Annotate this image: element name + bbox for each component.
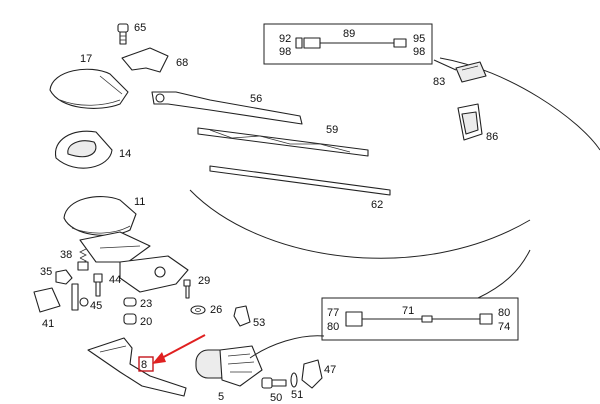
- label-74: 74: [498, 321, 510, 333]
- part-8-frame[interactable]: [87, 337, 187, 397]
- label-20: 20: [140, 316, 152, 328]
- label-38: 38: [60, 249, 72, 261]
- label-86: 86: [486, 131, 498, 143]
- label-77: 77: [327, 307, 339, 319]
- part-68-clip[interactable]: [121, 47, 169, 73]
- cable-outline-line: [477, 249, 531, 299]
- part-26-washer[interactable]: [190, 305, 206, 315]
- label-26: 26: [210, 304, 222, 316]
- part-62-wiper-rubber[interactable]: [209, 165, 391, 196]
- label-83: 83: [433, 76, 445, 88]
- body-outline-line: [439, 57, 600, 151]
- label-89: 89: [343, 28, 355, 40]
- part-20-bushing[interactable]: [123, 313, 137, 325]
- label-71: 71: [402, 305, 414, 317]
- highlight-arrow: [152, 334, 206, 364]
- wiper-linkage[interactable]: [79, 231, 189, 293]
- part-47-bracket[interactable]: [301, 359, 323, 389]
- part-17-cap[interactable]: [49, 68, 129, 109]
- label-8: 8: [141, 359, 147, 371]
- label-51: 51: [291, 389, 303, 401]
- label-5: 5: [218, 391, 224, 403]
- label-45: 45: [90, 300, 102, 312]
- part-83-connector[interactable]: [455, 61, 487, 83]
- label-95: 95: [413, 33, 425, 45]
- label-29: 29: [198, 275, 210, 287]
- part-14-ring-cover[interactable]: [54, 130, 113, 169]
- part-23-bushing[interactable]: [123, 297, 137, 307]
- label-53: 53: [253, 317, 265, 329]
- label-80-left: 80: [327, 321, 339, 333]
- label-98-left: 98: [279, 46, 291, 58]
- part-29-pin[interactable]: [183, 279, 191, 299]
- label-14: 14: [119, 148, 131, 160]
- part-11-cover[interactable]: [63, 196, 137, 236]
- part-44-screw[interactable]: [93, 273, 103, 297]
- part-56-wiper-arm[interactable]: [151, 91, 303, 125]
- label-65: 65: [134, 22, 146, 34]
- label-98-right: 98: [413, 46, 425, 58]
- label-47: 47: [324, 364, 336, 376]
- part-51-washer[interactable]: [290, 372, 298, 388]
- windshield-outline: [189, 189, 531, 259]
- label-44: 44: [109, 274, 121, 286]
- part-41-bracket[interactable]: [33, 287, 61, 313]
- part-71-cable-bottom[interactable]: [345, 311, 493, 327]
- part-45-washer[interactable]: [79, 297, 89, 307]
- label-23: 23: [140, 298, 152, 310]
- label-56: 56: [250, 93, 262, 105]
- part-86-cover[interactable]: [457, 103, 483, 141]
- cable-box-top: [263, 23, 433, 65]
- label-11: 11: [134, 196, 145, 208]
- label-17: 17: [80, 53, 92, 65]
- part-35-nut[interactable]: [55, 269, 73, 285]
- part-50-bolt[interactable]: [261, 377, 287, 389]
- label-80-right: 80: [498, 307, 510, 319]
- arrow-to-83: [433, 59, 457, 71]
- label-92: 92: [279, 33, 291, 45]
- part-53-nut[interactable]: [233, 305, 251, 327]
- part-59-wiper-blade[interactable]: [197, 127, 369, 157]
- label-59: 59: [326, 124, 338, 136]
- part-38-spring[interactable]: [77, 248, 89, 271]
- part-65-bolt[interactable]: [117, 23, 129, 45]
- motor-cable: [249, 335, 325, 359]
- small-bracket[interactable]: [71, 283, 79, 311]
- part-5-wiper-motor[interactable]: [195, 345, 263, 387]
- part-89-cable-top[interactable]: [295, 37, 407, 49]
- highlight-box-8: [138, 356, 154, 372]
- label-35: 35: [40, 266, 52, 278]
- label-50: 50: [270, 392, 282, 404]
- label-68: 68: [176, 57, 188, 69]
- cable-box-bottom: [321, 297, 519, 341]
- label-41: 41: [42, 318, 54, 330]
- label-62: 62: [371, 199, 383, 211]
